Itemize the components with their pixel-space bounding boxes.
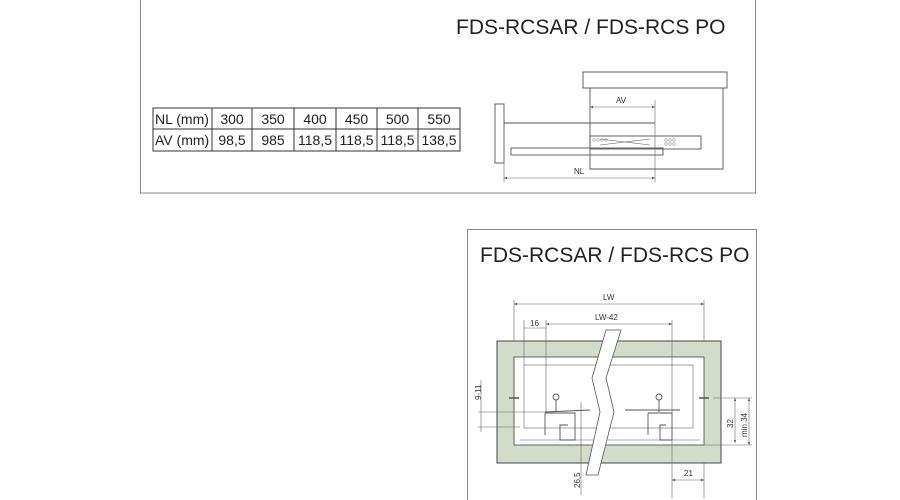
right-runner xyxy=(647,393,673,441)
table-cell: 400 xyxy=(303,111,327,127)
left-runner xyxy=(544,393,576,441)
d16-label: 16 xyxy=(530,319,539,328)
table-cell: 350 xyxy=(261,111,285,127)
break-line xyxy=(585,329,622,476)
drawer-front xyxy=(494,103,505,164)
drawer-sides xyxy=(544,409,680,413)
table-cell: 300 xyxy=(220,111,244,127)
slide-body xyxy=(589,135,702,150)
cabinet-section-drawing: LW LW-42 16 9-11 32 min 34 26,5 21 xyxy=(474,293,752,498)
table-cell-border xyxy=(417,128,461,152)
table-cell: 98,5 xyxy=(218,132,245,148)
d32-label: 32 xyxy=(726,419,735,428)
table-cell: 138,5 xyxy=(421,132,456,148)
cabinet-outline xyxy=(589,88,724,170)
lw42-label: LW-42 xyxy=(595,313,618,322)
table-cell: 450 xyxy=(345,111,369,127)
slide-mechanism xyxy=(599,138,651,146)
d9-11-label: 9-11 xyxy=(474,384,483,400)
top-panel-frame xyxy=(140,0,756,194)
table-cell: 985 xyxy=(261,132,285,148)
table-row-label: AV (mm) xyxy=(155,132,209,148)
table-cell: 500 xyxy=(386,111,410,127)
worktop xyxy=(582,71,728,89)
min34-label: min 34 xyxy=(740,412,749,437)
table-cell: 118,5 xyxy=(298,132,332,148)
table-cell: 118,5 xyxy=(340,132,374,148)
d21-label: 21 xyxy=(684,469,693,478)
drawer-side-drawing: AV NL xyxy=(494,71,728,182)
d26-5-label: 26,5 xyxy=(573,472,582,488)
nl-av-table: NL (mm) 300 350 400 450 500 550 AV (mm) 98,5 985 1… xyxy=(152,107,461,152)
slide-rail xyxy=(510,147,664,156)
table-row-label: NL (mm) xyxy=(155,111,209,127)
nl-label: NL xyxy=(574,167,585,176)
top-panel-title: FDS-RCSAR / FDS-RCS PO xyxy=(456,16,726,39)
slide-holes xyxy=(592,138,676,146)
bottom-panel: FDS-RCSAR / FDS-RCS PO LW xyxy=(467,229,757,500)
table-cell: 118,5 xyxy=(381,132,415,148)
top-panel: FDS-RCSAR / FDS-RCS PO NL (mm) 300 350 400 4… xyxy=(140,0,756,194)
table-cell: 550 xyxy=(427,111,451,127)
av-label: AV xyxy=(616,96,627,105)
bottom-panel-title: FDS-RCSAR / FDS-RCS PO xyxy=(480,244,750,267)
lw-label: LW xyxy=(603,293,615,302)
